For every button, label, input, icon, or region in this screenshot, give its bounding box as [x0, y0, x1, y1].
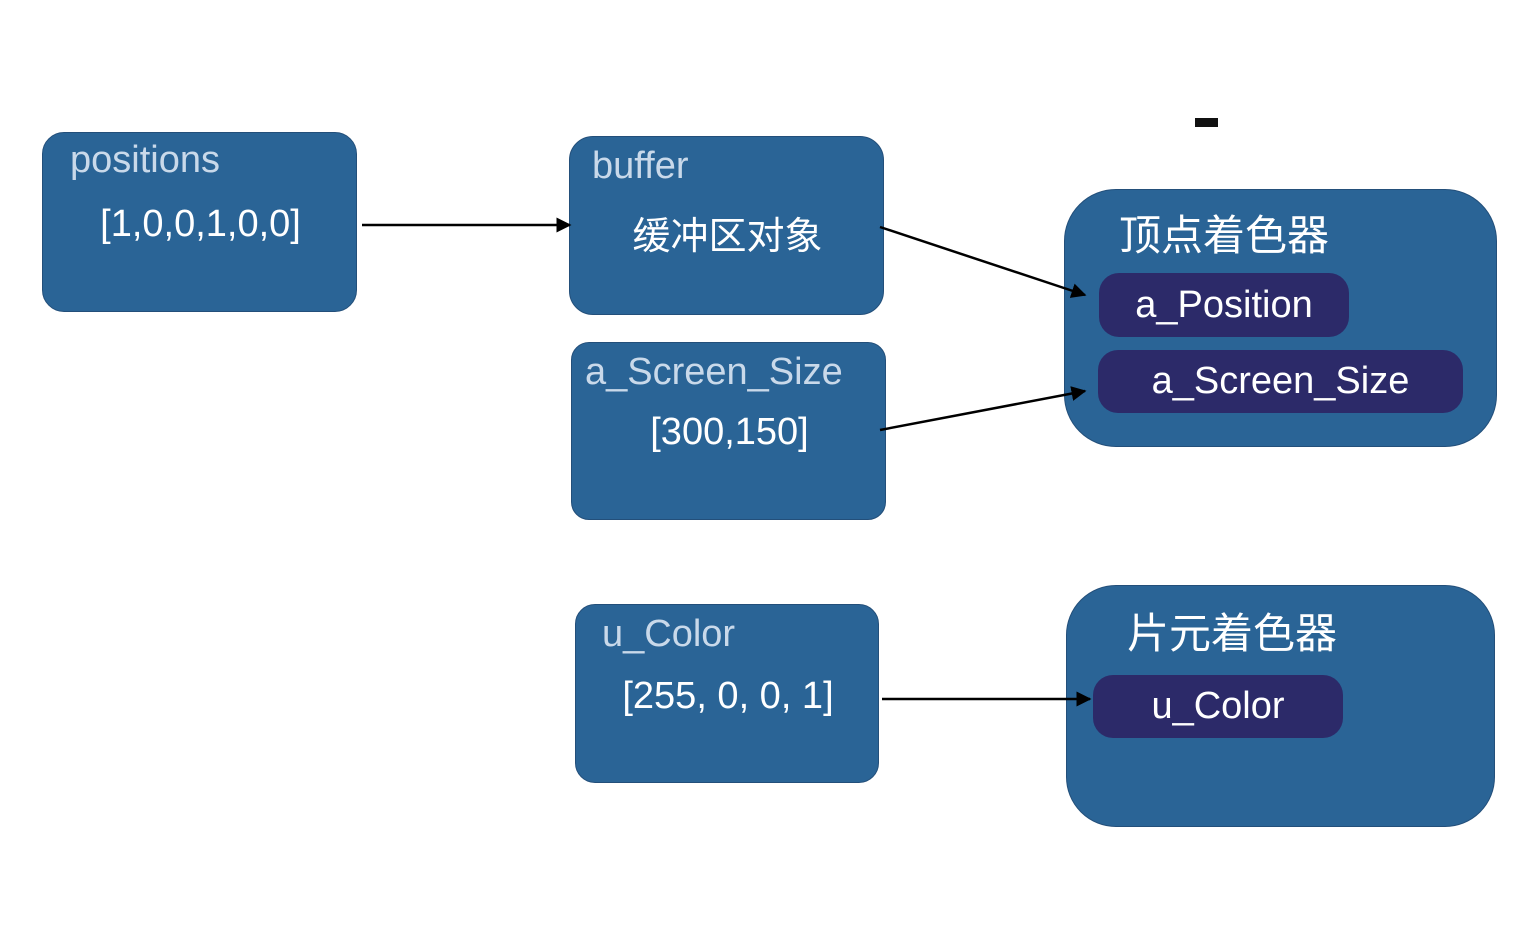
node-title: positions	[70, 139, 220, 181]
attribute-a-position: a_Position	[1099, 273, 1349, 337]
node-value: [255, 0, 0, 1]	[622, 675, 834, 717]
edge-screen-size-to-attribute	[879, 386, 1087, 432]
vertex-shader-title: 顶点着色器	[1119, 212, 1330, 259]
node-value: [1,0,0,1,0,0]	[100, 203, 301, 245]
node-title: buffer	[592, 145, 689, 187]
screen-size-node: a_Screen_Size [300,150]	[571, 342, 886, 520]
uniform-u-color: u_Color	[1093, 675, 1343, 738]
edge-buffer-to-a-position	[879, 225, 1087, 298]
attribute-a-screen-size: a_Screen_Size	[1098, 350, 1463, 413]
node-title: a_Screen_Size	[585, 351, 843, 393]
fragment-shader-title: 片元着色器	[1127, 610, 1338, 657]
node-value: 缓冲区对象	[632, 216, 823, 258]
node-title: u_Color	[602, 613, 736, 655]
color-node: u_Color [255, 0, 0, 1]	[575, 604, 879, 783]
buffer-node: buffer 缓冲区对象	[569, 136, 884, 315]
stray-mark	[1195, 118, 1218, 127]
node-value: [300,150]	[650, 411, 809, 453]
positions-node: positions [1,0,0,1,0,0]	[42, 132, 357, 312]
